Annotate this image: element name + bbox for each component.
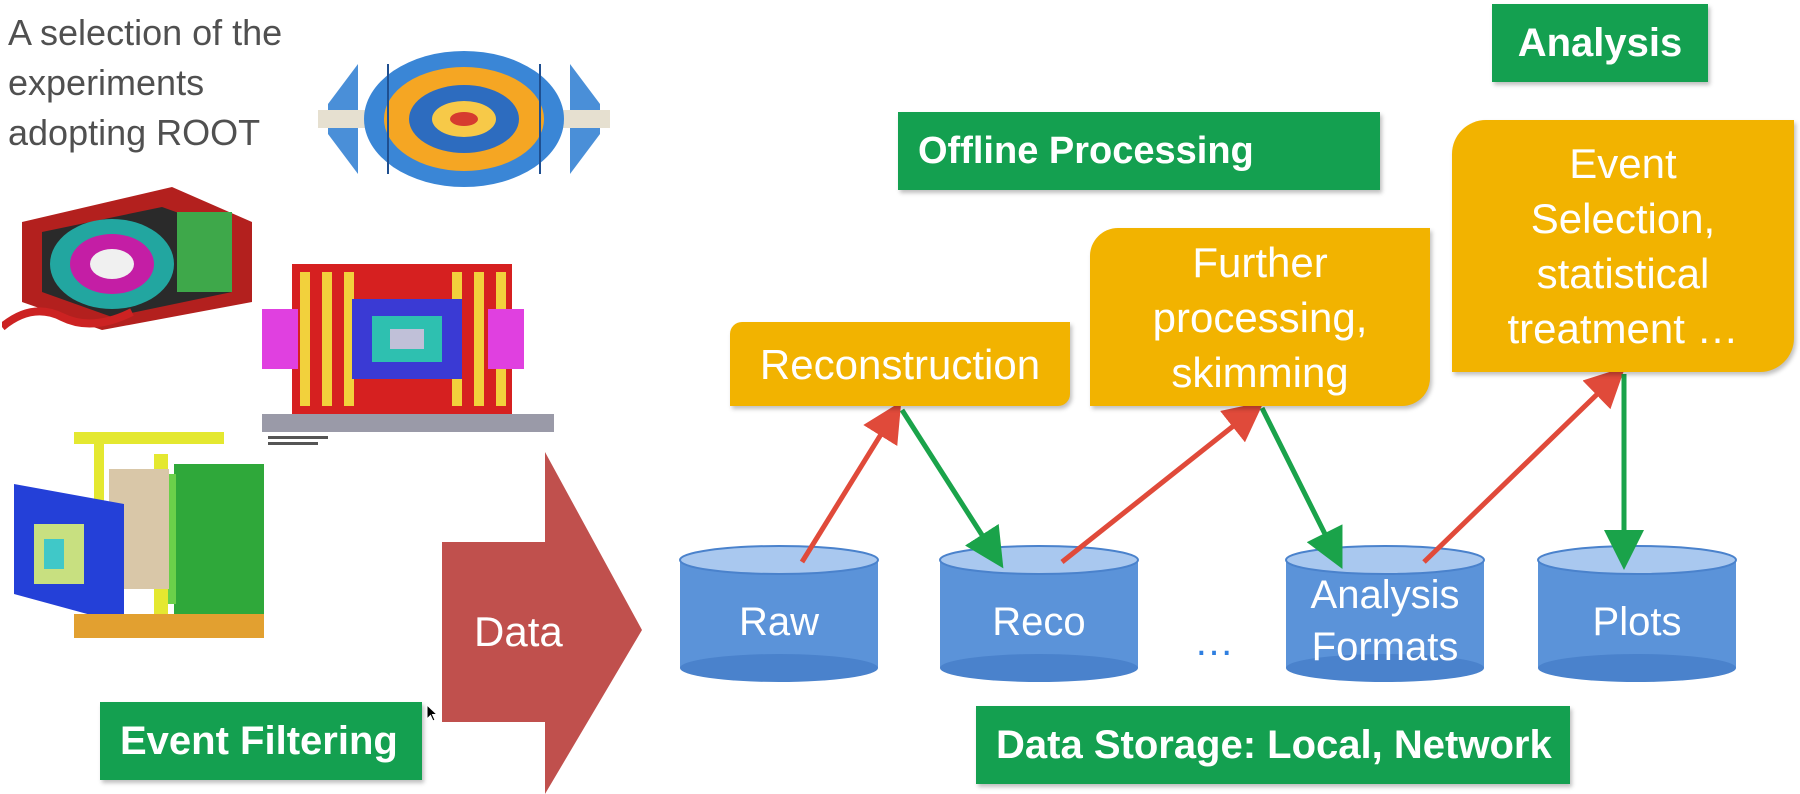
experiment-detector-image-2 bbox=[2, 187, 252, 331]
storage-cylinder-plots bbox=[1537, 545, 1737, 682]
data-input-arrow bbox=[442, 452, 642, 794]
data-storage-box-label: Data Storage: Local, Network bbox=[996, 722, 1552, 767]
offline-processing-box: Offline Processing bbox=[898, 112, 1380, 190]
event-filtering-box-label: Event Filtering bbox=[120, 718, 398, 763]
storage-cylinder-analysis-formats bbox=[1285, 545, 1485, 682]
raw-storage-text: Raw bbox=[738, 600, 820, 644]
offline-processing-box-label: Offline Processing bbox=[918, 129, 1254, 172]
data-arrow-label: Data bbox=[474, 608, 563, 655]
storage-cylinder-raw bbox=[679, 545, 879, 682]
plots-storage-label: Plots bbox=[1538, 574, 1736, 670]
further-processing-step: Further processing, skimming bbox=[1090, 228, 1430, 406]
storage-ellipsis: … bbox=[1194, 620, 1234, 664]
intro-text: A selection of the experiments adopting … bbox=[8, 12, 283, 153]
experiment-detector-image-4 bbox=[14, 432, 264, 638]
event-selection-step-label: Event Selection, statistical treatment … bbox=[1507, 140, 1739, 352]
analysis-box: Analysis bbox=[1492, 4, 1708, 82]
reconstruction-step-label: Reconstruction bbox=[759, 340, 1041, 388]
event-filtering-box: Event Filtering bbox=[100, 702, 422, 780]
reconstruction-step: Reconstruction bbox=[730, 322, 1070, 406]
arrow-raw-to-reconstruction bbox=[799, 401, 902, 564]
analysis-formats-storage-label: Analysis Formats bbox=[1286, 566, 1484, 676]
analysis-formats-storage-text: Analysis Formats bbox=[1310, 573, 1460, 669]
mouse-cursor-icon bbox=[426, 704, 439, 722]
data-storage-box: Data Storage: Local, Network bbox=[976, 706, 1570, 784]
arrow-reco-to-further-processing bbox=[1060, 401, 1264, 564]
arrow-further-processing-to-analysis-formats bbox=[1259, 406, 1343, 569]
further-processing-step-label: Further processing, skimming bbox=[1152, 238, 1368, 396]
plots-storage-text: Plots bbox=[1592, 600, 1682, 644]
analysis-box-label: Analysis bbox=[1517, 20, 1683, 65]
experiment-detector-image-3 bbox=[262, 264, 554, 445]
event-selection-step: Event Selection, statistical treatment … bbox=[1452, 120, 1794, 372]
raw-storage-label: Raw bbox=[680, 574, 878, 670]
experiment-detector-image-1 bbox=[318, 51, 610, 187]
arrow-analysis-formats-to-event-selection bbox=[1422, 367, 1626, 564]
reco-storage-label: Reco bbox=[940, 574, 1138, 670]
arrow-reconstruction-to-reco bbox=[899, 408, 1004, 569]
reco-storage-text: Reco bbox=[992, 600, 1086, 644]
